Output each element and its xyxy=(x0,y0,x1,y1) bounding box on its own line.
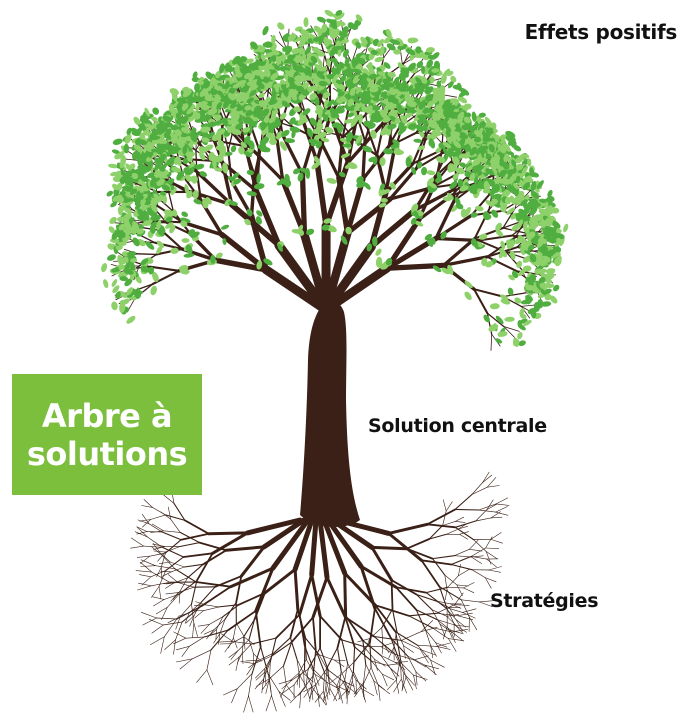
strategies-label: Stratégies xyxy=(490,590,599,612)
tree-foliage xyxy=(101,9,569,347)
central-solution-label: Solution centrale xyxy=(368,415,547,437)
title-box: Arbre à solutions xyxy=(12,374,202,495)
title-line-1: Arbre à xyxy=(41,396,173,435)
tree-roots xyxy=(130,471,510,713)
title-line-2: solutions xyxy=(26,434,188,473)
positive-effects-label: Effets positifs xyxy=(524,20,678,44)
tree-trunk xyxy=(300,300,360,527)
